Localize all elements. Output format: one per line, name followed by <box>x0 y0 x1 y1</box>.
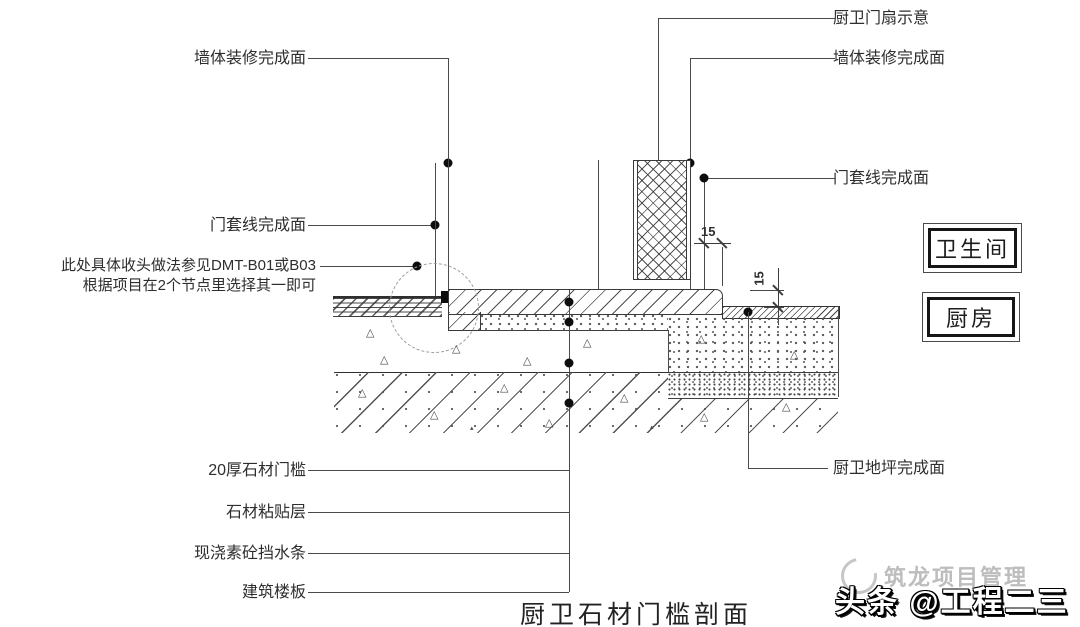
detail-reference-circle <box>389 263 479 353</box>
leader-floor-finish-v <box>747 312 749 468</box>
dim-extension <box>721 247 723 286</box>
dim-casing-offset: 15 <box>701 224 716 239</box>
anchor-dot-adhesive <box>564 317 574 327</box>
adhesive-layer-left <box>480 314 668 331</box>
leader-note <box>320 265 417 267</box>
leader-door-casing-right <box>704 177 835 179</box>
dim-line-v <box>777 268 779 325</box>
dim-extension <box>750 289 784 291</box>
concrete-symbol-triangle <box>545 418 553 429</box>
anchor-dot-door-casing-right <box>699 173 709 183</box>
concrete-symbol-triangle <box>790 350 798 361</box>
layer-label-adhesive: 石材粘贴层 <box>225 504 306 521</box>
leader-threshold <box>308 469 569 471</box>
concrete-symbol-triangle <box>470 425 474 432</box>
concrete-symbol-triangle <box>620 393 628 404</box>
door-opening-line <box>597 160 599 290</box>
concrete-symbol-triangle <box>697 334 705 345</box>
layer-label-waterstop: 现浇素砼挡水条 <box>193 545 306 562</box>
leader-wall-finish-right <box>690 57 835 59</box>
layer-label-threshold: 20厚石材门槛 <box>208 462 306 479</box>
leader-floor-finish-h <box>748 467 828 469</box>
concrete-symbol-triangle <box>500 383 508 394</box>
leveling-layer <box>668 372 838 399</box>
leader-slab <box>308 591 569 593</box>
leader-door-casing-left <box>308 224 435 226</box>
anchor-dot-threshold <box>564 297 574 307</box>
callout-wall-finish-right: 墙体装修完成面 <box>833 50 946 67</box>
dim-step-height: 15 <box>751 271 767 286</box>
concrete-symbol-triangle <box>430 410 438 421</box>
layer-label-slab: 建筑楼板 <box>241 584 306 601</box>
anchor-dot-waterstop <box>564 358 574 368</box>
drawing-title: 厨卫石材门槛剖面 <box>520 602 753 627</box>
door-casing-line-right <box>703 178 705 290</box>
mortar-step-line <box>667 330 669 372</box>
concrete-symbol-triangle <box>366 328 374 339</box>
watermark-brand: 筑龙项目管理 <box>884 565 1029 590</box>
concrete-symbol-triangle <box>583 338 591 349</box>
concrete-symbol-triangle <box>523 356 531 367</box>
layer-leader-line <box>568 290 570 592</box>
stone-threshold <box>448 289 723 315</box>
room-label-kitchen-text: 厨房 <box>927 297 1015 337</box>
callout-note-line2: 根据项目在2个节点里选择其一即可 <box>82 277 316 294</box>
room-label-kitchen: 厨房 <box>922 292 1020 342</box>
leader-door-leaf-v <box>657 18 659 181</box>
dim-line-h <box>694 242 731 244</box>
room-label-bathroom: 卫生间 <box>923 223 1022 273</box>
leader-wall-finish-left <box>308 57 448 59</box>
concrete-symbol-triangle <box>452 344 460 355</box>
callout-door-casing-right: 门套线完成面 <box>833 170 930 187</box>
door-leaf <box>633 160 691 280</box>
anchor-dot-slab <box>564 398 574 408</box>
leader-waterstop <box>308 552 569 554</box>
section-right-edge <box>837 306 839 397</box>
concrete-symbol-triangle <box>380 355 388 366</box>
concrete-symbol-triangle <box>700 412 708 423</box>
callout-wall-finish-left: 墙体装修完成面 <box>193 50 306 67</box>
callout-note-line1: 此处具体收头做法参见DMT-B01或B03 <box>60 257 316 274</box>
callout-door-leaf: 厨卫门扇示意 <box>833 10 930 27</box>
wall-finish-line-left <box>447 58 449 291</box>
room-label-bathroom-text: 卫生间 <box>928 228 1017 268</box>
callout-floor-finish: 厨卫地坪完成面 <box>833 460 946 477</box>
door-leaf-hatch <box>637 161 687 279</box>
adhesive-layer-right <box>668 317 838 372</box>
watermark-byline: 头条 @工程二三事 <box>835 586 1069 619</box>
callout-door-casing-left: 门套线完成面 <box>209 217 306 234</box>
leader-adhesive <box>308 511 569 513</box>
door-casing-line-left <box>434 163 436 296</box>
concrete-symbol-triangle <box>782 402 790 413</box>
leader-door-leaf-h <box>658 17 835 19</box>
concrete-symbol-triangle <box>358 388 366 399</box>
concrete-symbol-triangle <box>650 424 654 431</box>
